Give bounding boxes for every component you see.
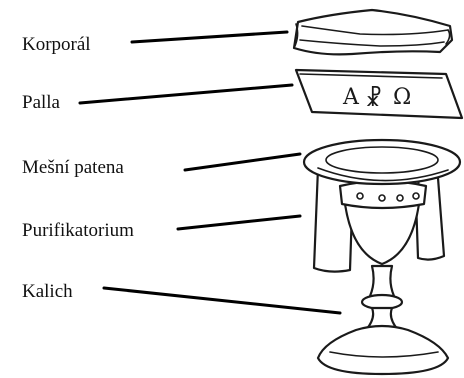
palla-omega-symbol: Ω bbox=[393, 85, 411, 110]
leader-patena bbox=[185, 154, 300, 170]
chalice-drawing bbox=[304, 140, 460, 374]
leader-purifikatorium bbox=[178, 216, 300, 229]
leader-palla bbox=[80, 85, 292, 103]
leader-korporal bbox=[132, 32, 287, 42]
leader-kalich bbox=[104, 288, 340, 313]
chalice-base bbox=[318, 326, 448, 374]
label-palla: Palla bbox=[22, 92, 61, 113]
label-korporal: Korporál bbox=[22, 34, 91, 55]
label-patena: Mešní patena bbox=[22, 157, 124, 178]
palla-alpha-symbol: A bbox=[342, 85, 360, 110]
palla-card-drawing: A ☧ Ω bbox=[296, 70, 462, 118]
label-kalich: Kalich bbox=[22, 281, 73, 302]
chalice-stem bbox=[370, 266, 394, 296]
label-purifikatorium: Purifikatorium bbox=[22, 220, 134, 241]
korporal-cloth-drawing bbox=[294, 10, 452, 54]
palla-chi-rho-symbol: ☧ bbox=[365, 85, 382, 112]
